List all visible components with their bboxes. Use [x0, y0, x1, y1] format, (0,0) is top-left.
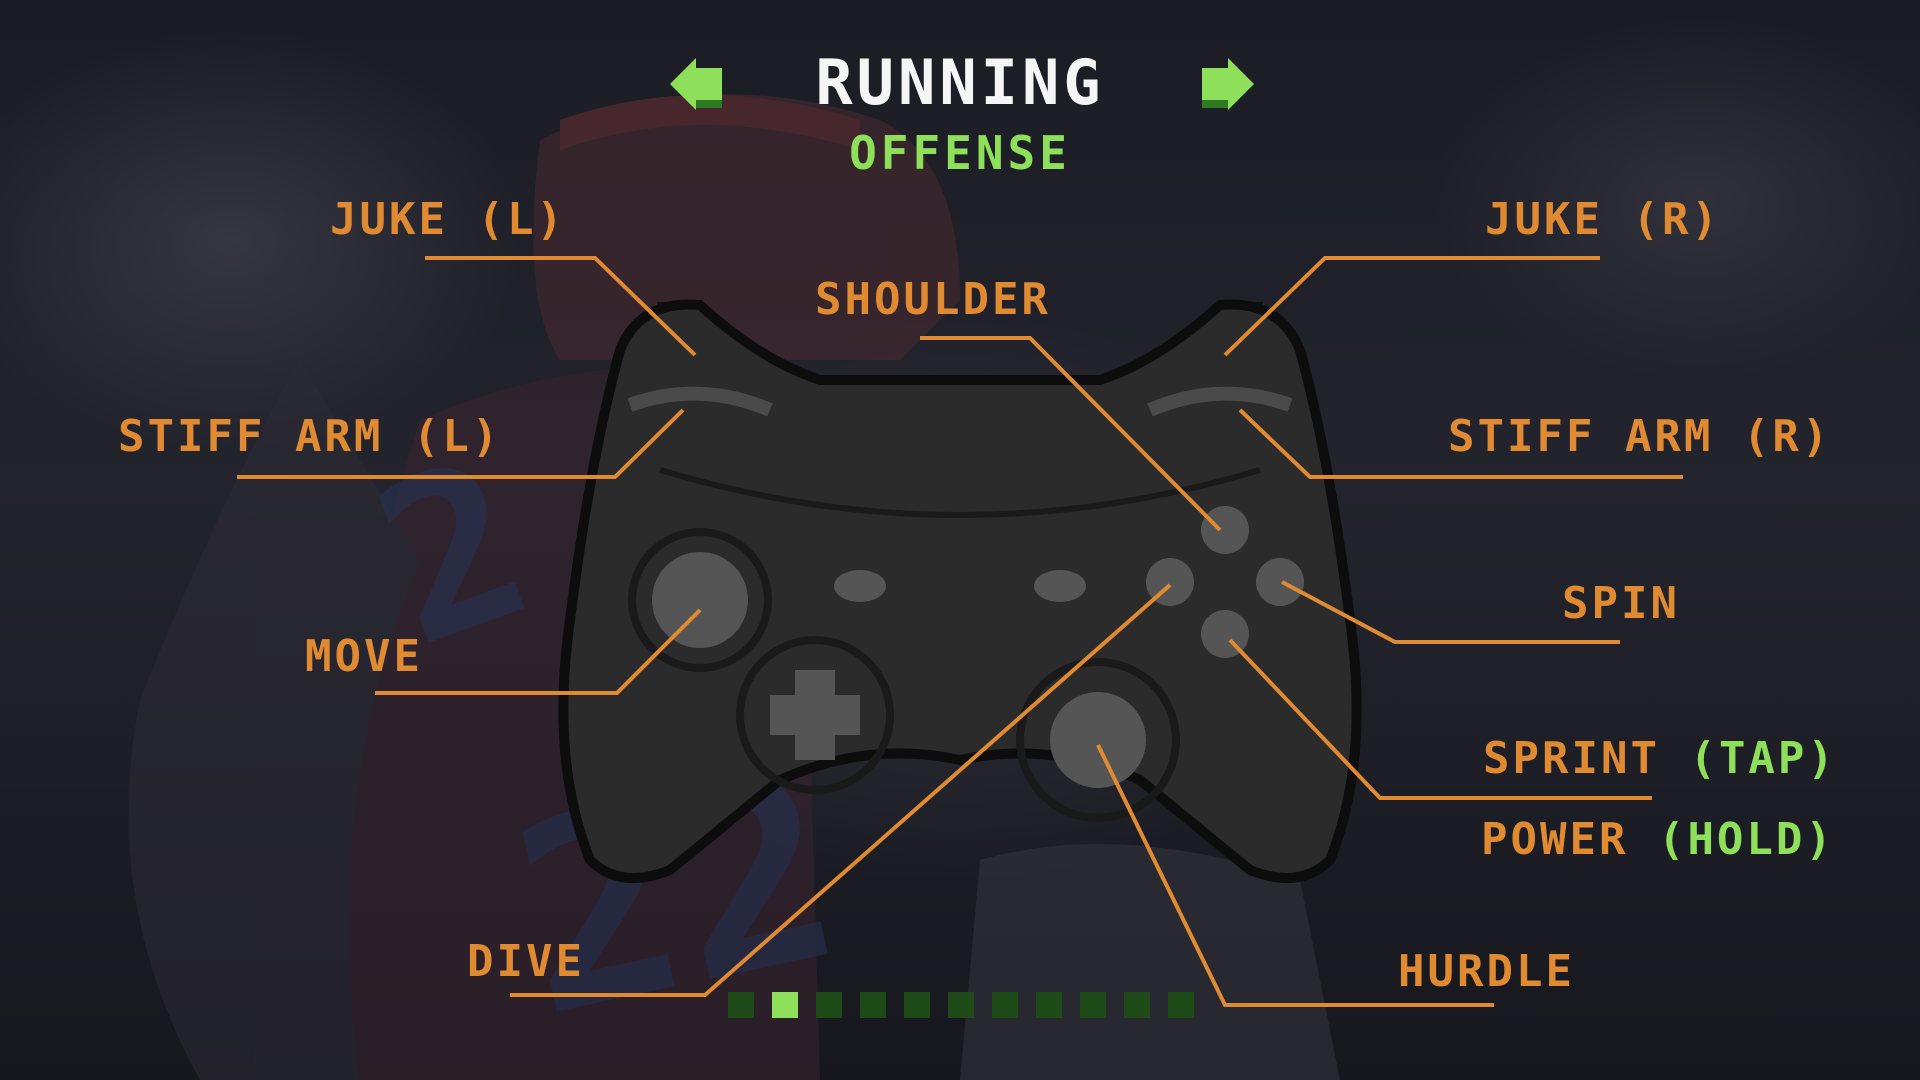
label-hurdle: HURDLE — [1398, 950, 1575, 994]
label-dive: DIVE — [467, 940, 585, 984]
page-indicator — [728, 992, 1194, 1018]
page-dot[interactable] — [860, 992, 886, 1018]
page-dot[interactable] — [992, 992, 1018, 1018]
label-power: POWER (HOLD) — [1481, 818, 1835, 862]
label-sprint: SPRINT (TAP) — [1483, 737, 1837, 781]
power-text: POWER — [1481, 814, 1628, 865]
page-dot[interactable] — [1080, 992, 1106, 1018]
sprint-text: SPRINT — [1483, 733, 1660, 784]
page-dot[interactable] — [904, 992, 930, 1018]
label-spin: SPIN — [1562, 582, 1680, 626]
sprint-mode: (TAP) — [1689, 733, 1836, 784]
page-dot[interactable] — [728, 992, 754, 1018]
page-dot[interactable] — [948, 992, 974, 1018]
label-move: MOVE — [305, 635, 423, 679]
label-shoulder: SHOULDER — [815, 278, 1051, 322]
page-dot[interactable] — [1168, 992, 1194, 1018]
label-juke-left: JUKE (L) — [330, 198, 566, 242]
label-juke-right: JUKE (R) — [1485, 198, 1721, 242]
power-mode: (HOLD) — [1658, 814, 1835, 865]
label-stiff-arm-right: STIFF ARM (R) — [1448, 415, 1831, 459]
page-dot-active[interactable] — [772, 992, 798, 1018]
page-dot[interactable] — [1124, 992, 1150, 1018]
page-dot[interactable] — [1036, 992, 1062, 1018]
page-dot[interactable] — [816, 992, 842, 1018]
label-stiff-arm-left: STIFF ARM (L) — [118, 415, 501, 459]
